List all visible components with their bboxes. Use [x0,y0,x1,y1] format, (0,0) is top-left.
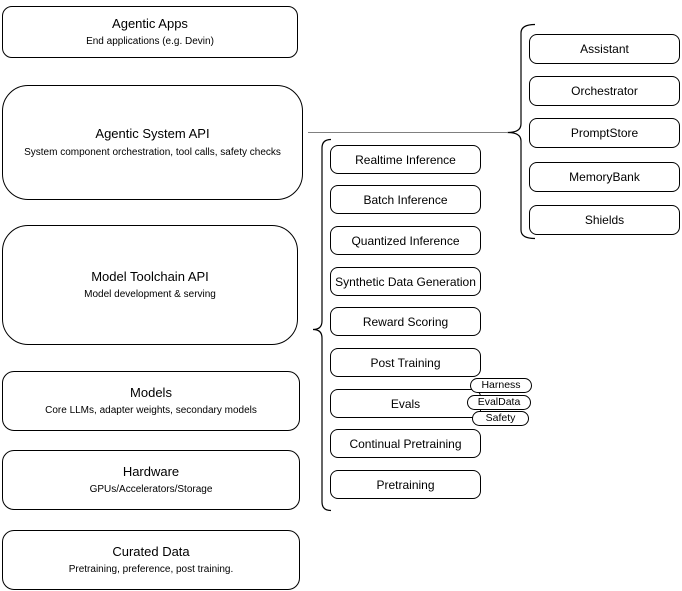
node-title: Models [130,384,172,400]
node-subtitle: System component orchestration, tool cal… [24,146,281,158]
node-curated-data: Curated Data Pretraining, preference, po… [2,530,300,590]
tag-safety: Safety [472,411,529,426]
node-evals: Evals [330,389,481,418]
node-shields: Shields [529,205,680,235]
node-orchestrator: Orchestrator [529,76,680,106]
node-subtitle: End applications (e.g. Devin) [86,36,214,48]
node-subtitle: Core LLMs, adapter weights, secondary mo… [45,405,257,417]
tag-evaldata: EvalData [467,395,531,410]
node-title: Agentic System API [95,126,210,142]
node-hardware: Hardware GPUs/Accelerators/Storage [2,450,300,510]
node-model-toolchain-api: Model Toolchain API Model development & … [2,225,298,345]
node-pretraining: Pretraining [330,470,481,499]
node-models: Models Core LLMs, adapter weights, secon… [2,371,300,431]
node-subtitle: Pretraining, preference, post training. [68,564,234,576]
node-title: Curated Data [112,543,190,559]
node-continual-pretraining: Continual Pretraining [330,429,481,458]
node-agentic-apps: Agentic Apps End applications (e.g. Devi… [2,6,298,58]
node-subtitle: Model development & serving [84,289,216,301]
node-batch-inference: Batch Inference [330,185,481,214]
node-promptstore: PromptStore [529,118,680,148]
node-memorybank: MemoryBank [529,162,680,192]
node-title: Agentic Apps [112,15,188,31]
node-realtime-inference: Realtime Inference [330,145,481,174]
node-agentic-system-api: Agentic System API System component orch… [2,85,303,200]
node-subtitle: GPUs/Accelerators/Storage [89,484,213,496]
node-assistant: Assistant [529,34,680,64]
node-post-training: Post Training [330,348,481,377]
node-reward-scoring: Reward Scoring [330,307,481,336]
node-synthetic-data-generation: Synthetic Data Generation [330,267,481,296]
toolchain-brace [312,138,332,512]
tag-harness: Harness [470,378,532,393]
node-quantized-inference: Quantized Inference [330,226,481,255]
node-title: Hardware [122,463,180,479]
node-title: Model Toolchain API [91,268,209,284]
